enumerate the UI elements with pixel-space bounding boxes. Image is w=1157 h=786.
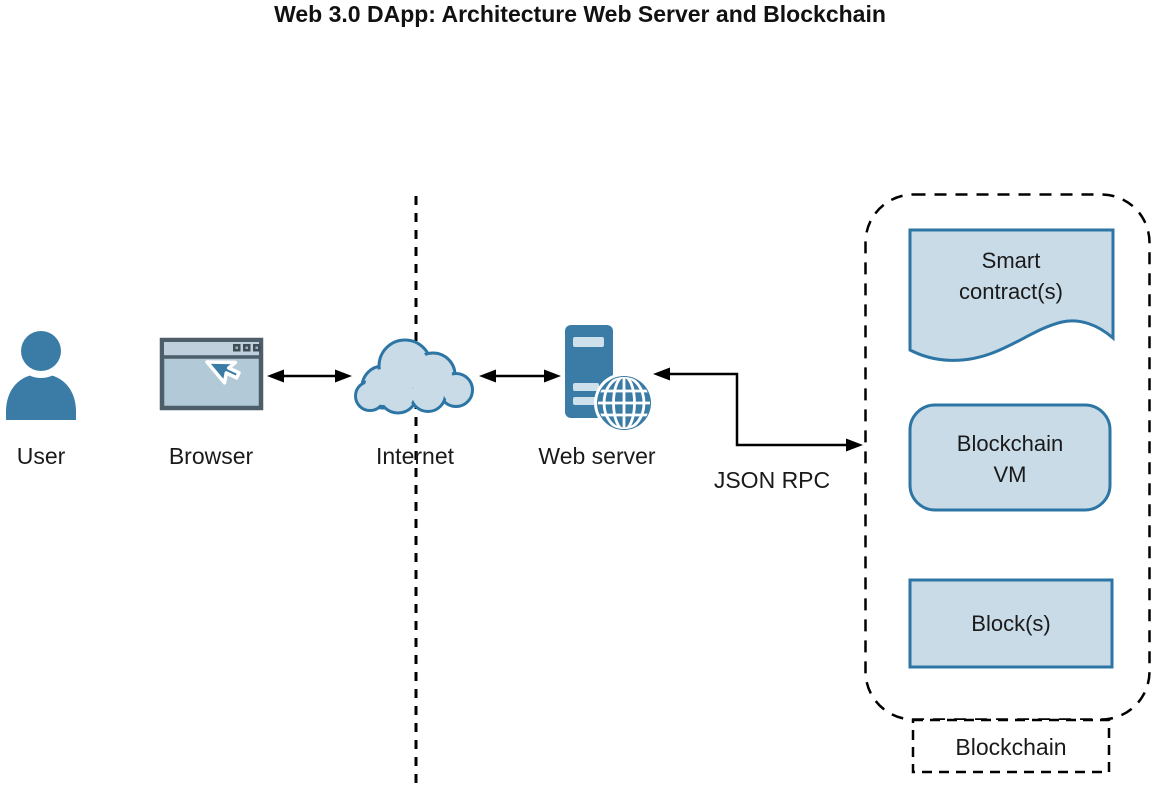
web-server-node: Web server (538, 325, 656, 469)
json-rpc-label: JSON RPC (714, 467, 830, 493)
browser-internet-arrow (267, 369, 352, 383)
internet-node: Internet (354, 338, 474, 469)
webserver-blockchain-connector: JSON RPC (653, 367, 863, 493)
blockchain-label-box: Blockchain (911, 718, 1111, 774)
smart-contracts-shape: Smart contract(s) (908, 228, 1115, 362)
blocks-shape: Block(s) (908, 578, 1114, 669)
diagram-title: Web 3.0 DApp: Architecture Web Server an… (274, 1, 886, 27)
browser-node: Browser (159, 337, 264, 469)
web-server-label: Web server (538, 443, 656, 469)
blockchain-caption: Blockchain (955, 734, 1066, 760)
server-globe-icon (565, 325, 654, 433)
blockchain-group: Smart contract(s) Blockchain VM Block(s)… (864, 193, 1151, 774)
blockchain-vm-shape: Blockchain VM (908, 403, 1112, 512)
user-label: User (17, 443, 66, 469)
browser-window-icon (159, 337, 264, 411)
browser-window-buttons (233, 344, 261, 352)
globe-grid (598, 377, 650, 429)
internet-label: Internet (376, 443, 455, 469)
browser-label: Browser (169, 443, 254, 469)
smart-contracts-label-line1: Smart (982, 248, 1041, 273)
blockchain-vm-label-line2: VM (994, 462, 1027, 487)
blocks-label: Block(s) (971, 611, 1050, 636)
document-shape (908, 228, 1115, 362)
cloud-icon (354, 338, 474, 415)
internet-webserver-arrow (479, 369, 561, 383)
smart-contracts-label-line2: contract(s) (959, 279, 1063, 304)
person-icon (6, 324, 76, 420)
user-node: User (6, 324, 76, 469)
cursor-arrow-icon (205, 360, 241, 385)
blockchain-vm-label-line1: Blockchain (957, 431, 1063, 456)
